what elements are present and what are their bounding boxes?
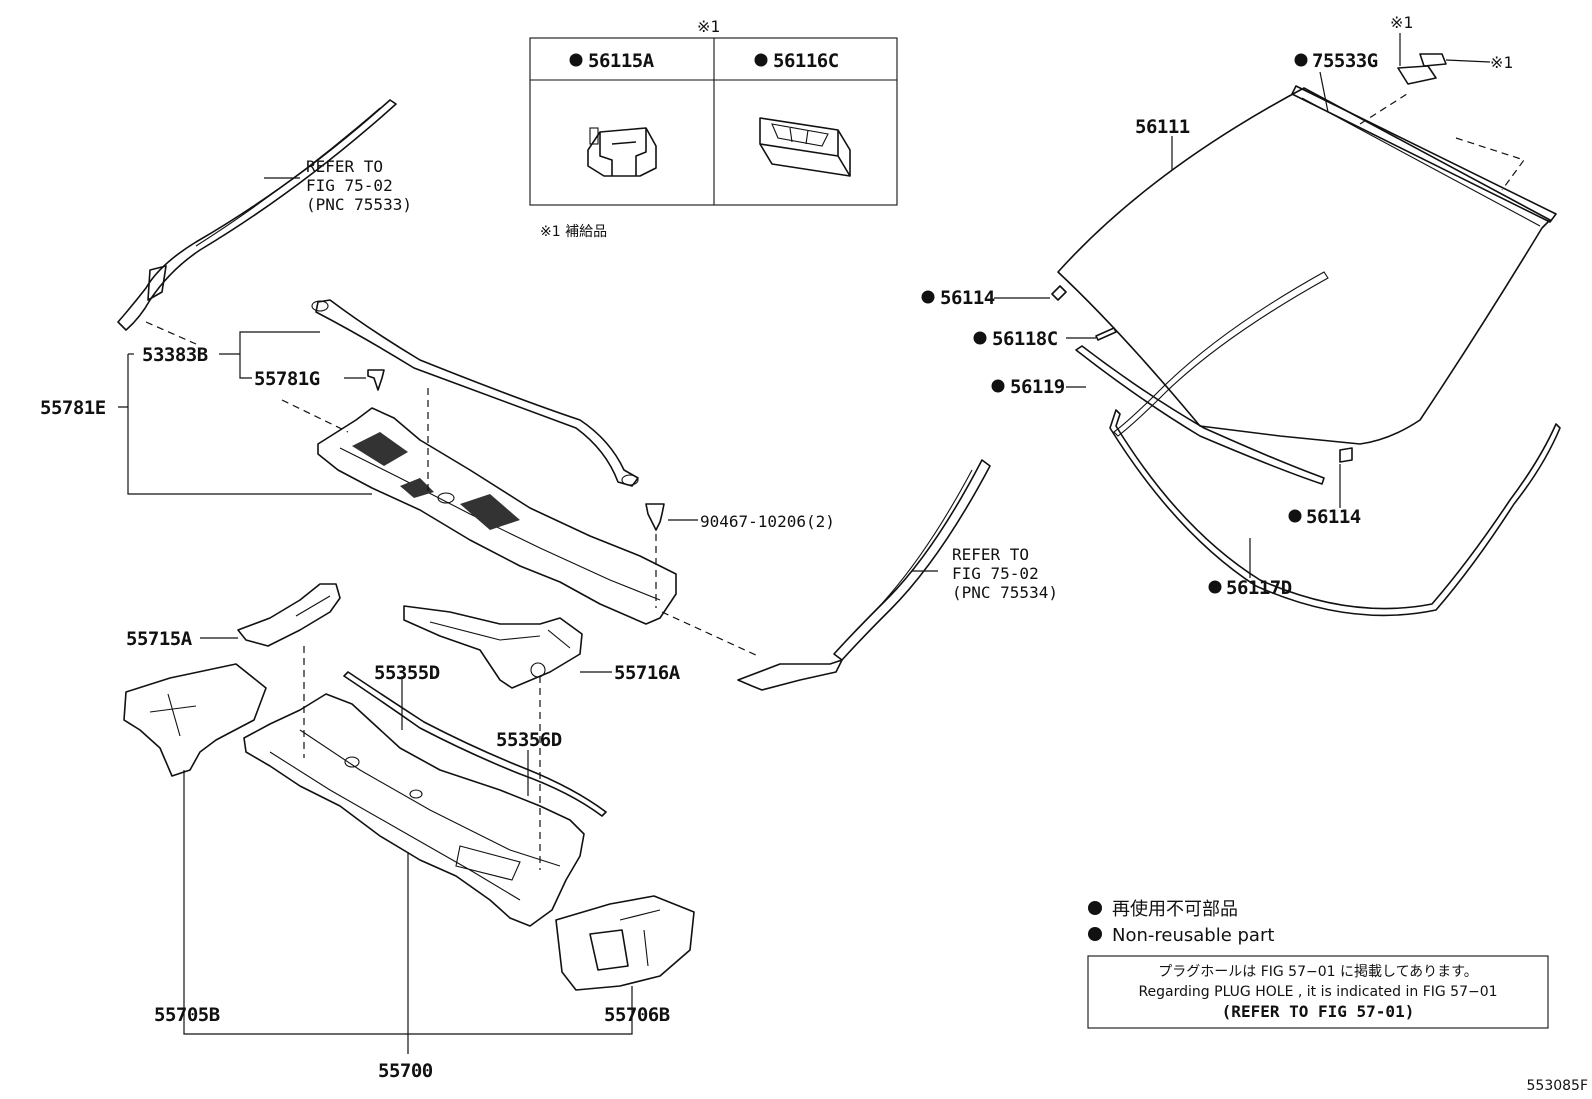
molding-75533G [1291,85,1557,223]
dashed-guide-lines [145,321,759,870]
label-55715A: 55715A [126,628,193,650]
reference-upper-left-line2: FIG 75-02 [306,176,393,195]
non-reusable-dot [754,53,768,67]
reference-middle-right-line1: REFER TO [952,545,1029,564]
non-reusable-dot [921,290,935,304]
reference-upper-left-line1: REFER TO [306,157,383,176]
clip-56115A-drawing [587,127,657,177]
label-55355D: 55355D [374,662,440,684]
windshield-assembly [1051,33,1561,617]
non-reusable-dot [973,331,987,345]
leader-lines [118,71,1341,1054]
legend-dot [1088,901,1102,915]
dash-panel-55700 [243,693,585,927]
non-reusable-dot [1288,509,1302,523]
non-reusable-dot [1208,580,1222,594]
marker-top-right: ※1 [1390,13,1413,32]
bracket-55715A [237,583,341,647]
seal-56117D [1109,409,1561,617]
plug-note-line1: プラグホールは FIG 57−01 に掲載してあります。 [1158,964,1478,980]
label-55781E: 55781E [40,397,106,419]
reference-middle-right-line2: FIG 75-02 [952,564,1039,583]
weatherstrip-53383B [311,299,639,487]
label-56114-bottom: 56114 [1306,506,1361,528]
figure-code: 553085F [1527,1078,1589,1094]
label-56114-top: 56114 [940,287,995,309]
label-75533G: 75533G [1312,50,1378,72]
reference-upper-left-line3: (PNC 75533) [306,195,412,214]
marker-clip: ※1 [1490,53,1513,72]
clip-55781G-drawing [367,369,385,391]
plug-note-line3: (REFER TO FIG 57-01) [1222,1002,1415,1021]
side-bracket-55705B [123,663,267,777]
plug-note-frame [1087,955,1549,1029]
side-bracket-55706B [555,895,695,991]
windshield-glass [1057,87,1551,445]
non-reusable-dot [1294,53,1308,67]
inset-footnote: ※1 補給品 [540,224,607,240]
label-56118C: 56118C [992,328,1058,350]
clip-top-right-drawing [1397,65,1437,85]
inset-marker: ※1 [697,17,720,36]
pillar-upper-left [117,99,397,331]
label-55705B: 55705B [154,1004,220,1026]
non-reusable-dot [991,379,1005,393]
inset-label-56115A: 56115A [588,50,655,72]
label-55356D: 55356D [496,729,562,751]
clip-56116C-drawing [759,117,851,177]
legend-english: Non-reusable part [1112,925,1274,946]
legend-japanese: 再使用不可部品 [1112,899,1238,920]
label-56119: 56119 [1010,376,1065,398]
non-reusable-dot [569,53,583,67]
inset-box: ※1 56115A 56116C ※1 補給品 [529,17,898,240]
label-55700: 55700 [378,1060,433,1082]
label-53383B: 53383B [142,344,208,366]
part-labels: ※1 ※1 75533G 56111 56114 56118C 56119 56… [40,13,1513,1082]
molding-56119 [1075,345,1325,485]
reference-middle-right-line3: (PNC 75534) [952,583,1058,602]
seal-55355D-55356D [343,671,607,817]
cowl-55781E [317,407,677,625]
legend: 再使用不可部品 Non-reusable part [1088,899,1274,946]
label-56111: 56111 [1135,116,1190,138]
panel-55716A [403,605,583,689]
label-56117D: 56117D [1226,577,1292,599]
plug-note-line2: Regarding PLUG HOLE , it is indicated in… [1138,984,1497,1000]
label-55706B: 55706B [604,1004,670,1026]
pillar-middle-right [737,459,991,691]
label-90467: 90467-10206(2) [700,512,835,531]
clip-90467-drawing [645,503,665,531]
inset-label-56116C: 56116C [773,50,839,72]
legend-dot [1088,927,1102,941]
plug-hole-note: プラグホールは FIG 57−01 に掲載してあります。 Regarding P… [1087,955,1549,1029]
label-55716A: 55716A [614,662,681,684]
label-55781G: 55781G [254,368,320,390]
